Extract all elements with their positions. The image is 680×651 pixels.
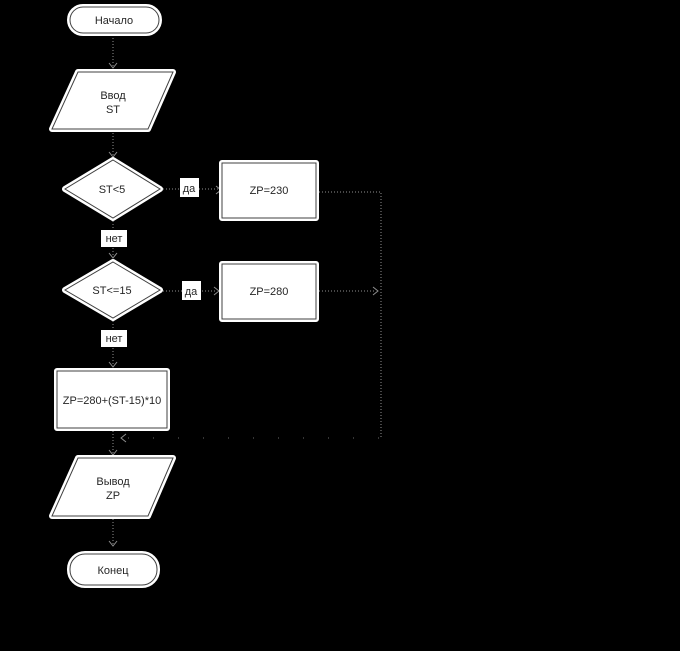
formula-node: ZP=280+(ST-15)*10 xyxy=(54,368,170,431)
process-shape xyxy=(221,162,317,219)
arrow-down-icon xyxy=(108,252,118,259)
arrow-right-icon xyxy=(372,286,379,296)
end-label: Конец xyxy=(97,565,129,577)
yes1-label: да xyxy=(183,183,196,195)
decision2-label: ST<=15 xyxy=(92,285,131,297)
edge-label-yes2: да xyxy=(182,281,201,300)
edge-branch1-merge xyxy=(316,191,382,438)
label-box xyxy=(180,178,199,197)
input-node: Ввод ST xyxy=(49,69,176,132)
io-shape xyxy=(51,71,174,130)
no2-label: нет xyxy=(106,333,123,345)
arrow-down-icon xyxy=(108,361,118,368)
output-label-line2: ZP xyxy=(106,490,120,502)
arrow-down-icon xyxy=(108,151,118,158)
edge-label-no2: нет xyxy=(101,330,127,347)
process-shape xyxy=(56,370,168,429)
process-shape xyxy=(221,263,317,320)
output-node: Вывод ZP xyxy=(49,455,176,519)
start-node: Начало xyxy=(67,4,162,36)
decision1-node: ST<5 xyxy=(62,157,163,221)
formula-label: ZP=280+(ST-15)*10 xyxy=(63,395,161,407)
terminator-shape xyxy=(69,553,158,586)
arrow-left-icon xyxy=(120,433,127,443)
yes2-label: да xyxy=(185,286,198,298)
branch2-node: ZP=280 xyxy=(219,261,319,322)
decision2-node: ST<=15 xyxy=(62,259,163,321)
decision-shape xyxy=(64,261,161,319)
no1-label: нет xyxy=(106,233,123,245)
input-label-line1: Ввод xyxy=(100,90,126,102)
start-label: Начало xyxy=(95,15,133,27)
arrow-down-icon xyxy=(108,540,118,547)
edge-label-no1: нет xyxy=(101,230,127,247)
io-shape xyxy=(51,457,174,517)
decision1-label: ST<5 xyxy=(99,184,126,196)
branch1-node: ZP=230 xyxy=(219,160,319,221)
branch1-label: ZP=230 xyxy=(250,185,289,197)
label-box xyxy=(101,330,127,347)
edge-label-yes1: да xyxy=(180,178,199,197)
terminator-shape xyxy=(69,6,160,34)
end-node: Конец xyxy=(67,551,160,588)
decision-shape xyxy=(64,159,161,219)
label-box xyxy=(101,230,127,247)
output-label-line1: Вывод xyxy=(96,476,130,488)
arrow-down-icon xyxy=(108,62,118,69)
label-box xyxy=(182,281,201,300)
input-label-line2: ST xyxy=(106,104,120,116)
branch2-label: ZP=280 xyxy=(250,286,289,298)
